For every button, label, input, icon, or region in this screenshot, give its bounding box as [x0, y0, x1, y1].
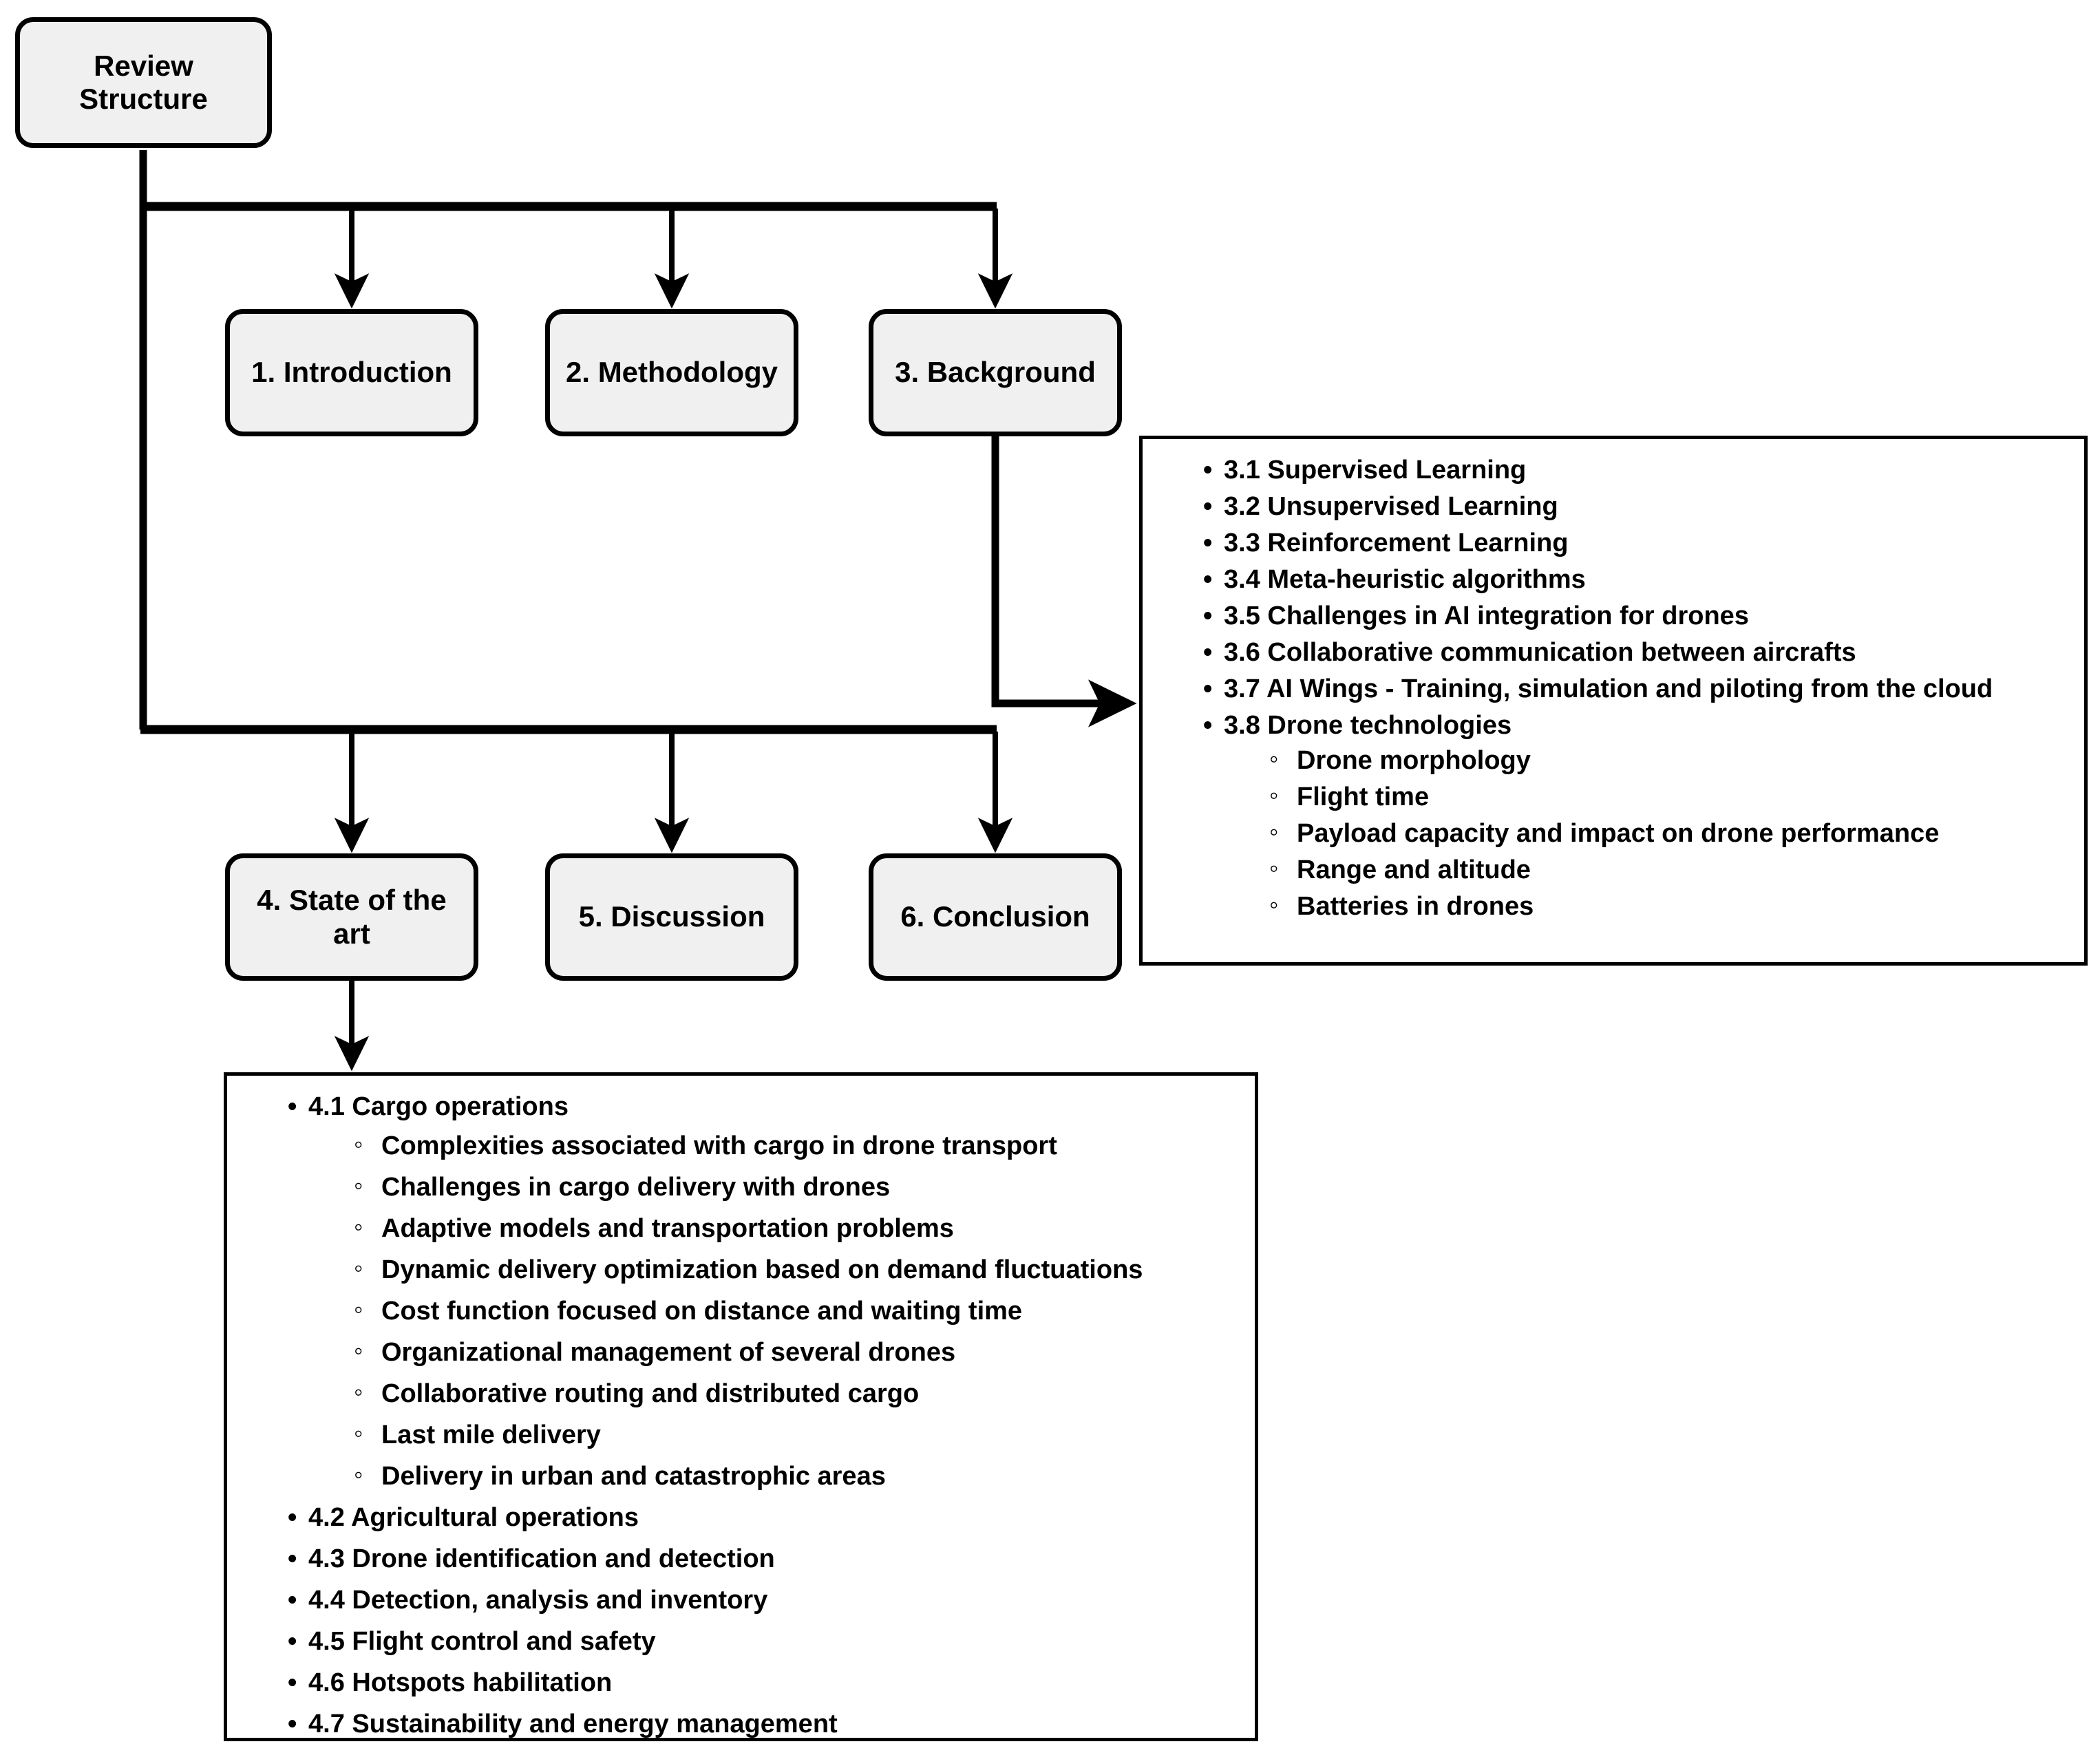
- list-item-label: 3.1 Supervised Learning: [1224, 456, 1526, 485]
- list-item: 3.8 Drone technologiesDrone morphologyFl…: [1155, 712, 2072, 919]
- list-item: 3.7 AI Wings - Training, simulation and …: [1155, 676, 2072, 702]
- node-state-of-the-art-label: 4. State of the art: [257, 884, 447, 950]
- node-introduction-label: 1. Introduction: [251, 356, 452, 389]
- list-item-label: 3.4 Meta-heuristic algorithms: [1224, 565, 1586, 594]
- list-item-label: 3.2 Unsupervised Learning: [1224, 492, 1558, 521]
- list-item: 4.7 Sustainability and energy management: [240, 1711, 1242, 1737]
- list-item-label: 4.2 Agricultural operations: [308, 1503, 639, 1532]
- sub-list-item: Complexities associated with cargo in dr…: [308, 1131, 1242, 1159]
- list-item-label: 4.7 Sustainability and energy management: [308, 1710, 838, 1738]
- node-background[interactable]: 3. Background: [869, 309, 1122, 436]
- node-discussion-label: 5. Discussion: [578, 900, 765, 933]
- sub-list-item: Batteries in drones: [1224, 892, 2072, 919]
- list-item-label: 3.3 Reinforcement Learning: [1224, 529, 1568, 557]
- node-introduction[interactable]: 1. Introduction: [225, 309, 478, 436]
- sub-list-item: Organizational management of several dro…: [308, 1338, 1242, 1365]
- list-item-label: 4.6 Hotspots habilitation: [308, 1668, 612, 1697]
- list-item-label: 4.3 Drone identification and detection: [308, 1544, 775, 1573]
- list-item: 3.5 Challenges in AI integration for dro…: [1155, 603, 2072, 629]
- sub-list: Drone morphologyFlight timePayload capac…: [1224, 746, 2072, 919]
- sub-list-item: Payload capacity and impact on drone per…: [1224, 819, 2072, 847]
- panel-state-of-the-art-subsections: 4.1 Cargo operationsComplexities associa…: [224, 1072, 1258, 1741]
- list-item: 4.1 Cargo operationsComplexities associa…: [240, 1094, 1242, 1489]
- sub-list: Complexities associated with cargo in dr…: [308, 1131, 1242, 1489]
- list-item-label: 3.7 AI Wings - Training, simulation and …: [1224, 674, 1993, 703]
- list-item: 3.2 Unsupervised Learning: [1155, 493, 2072, 520]
- list-item: 3.6 Collaborative communication between …: [1155, 639, 2072, 666]
- node-conclusion[interactable]: 6. Conclusion: [869, 853, 1122, 981]
- sub-list-item: Last mile delivery: [308, 1421, 1242, 1448]
- sub-list-item: Cost function focused on distance and wa…: [308, 1297, 1242, 1324]
- wire-background-to-panel: [991, 436, 1137, 727]
- list-item: 4.3 Drone identification and detection: [240, 1546, 1242, 1572]
- list-item-label: 4.5 Flight control and safety: [308, 1627, 656, 1656]
- list-item-label: 3.5 Challenges in AI integration for dro…: [1224, 602, 1749, 630]
- list-item: 4.4 Detection, analysis and inventory: [240, 1587, 1242, 1613]
- sub-list-item: Adaptive models and transportation probl…: [308, 1214, 1242, 1242]
- node-methodology[interactable]: 2. Methodology: [545, 309, 798, 436]
- node-conclusion-label: 6. Conclusion: [900, 900, 1090, 933]
- node-state-of-the-art[interactable]: 4. State of the art: [225, 853, 478, 981]
- sub-list-item: Flight time: [1224, 783, 2072, 810]
- list-item-label: 4.4 Detection, analysis and inventory: [308, 1586, 767, 1615]
- list-item-label: 3.6 Collaborative communication between …: [1224, 638, 1856, 667]
- panel-background-subsections: 3.1 Supervised Learning 3.2 Unsupervised …: [1139, 436, 2088, 966]
- sub-list-item: Challenges in cargo delivery with drones: [308, 1173, 1242, 1200]
- list-item: 3.1 Supervised Learning: [1155, 457, 2072, 483]
- list-item: 4.6 Hotspots habilitation: [240, 1670, 1242, 1696]
- sub-list-item: Range and altitude: [1224, 855, 2072, 883]
- list-item: 3.3 Reinforcement Learning: [1155, 530, 2072, 556]
- list-item: 4.5 Flight control and safety: [240, 1628, 1242, 1655]
- list-item: 3.4 Meta-heuristic algorithms: [1155, 566, 2072, 593]
- node-discussion[interactable]: 5. Discussion: [545, 853, 798, 981]
- list-item-label: 4.1 Cargo operations: [308, 1092, 569, 1121]
- node-methodology-label: 2. Methodology: [566, 356, 778, 389]
- background-subsection-list: 3.1 Supervised Learning 3.2 Unsupervised …: [1155, 457, 2072, 919]
- sub-list-item: Collaborative routing and distributed ca…: [308, 1379, 1242, 1407]
- node-review-structure-label: Review Structure: [79, 49, 208, 115]
- sub-list-item: Delivery in urban and catastrophic areas: [308, 1462, 1242, 1489]
- sub-list-item: Dynamic delivery optimization based on d…: [308, 1255, 1242, 1283]
- node-background-label: 3. Background: [895, 356, 1096, 389]
- state-of-the-art-subsection-list: 4.1 Cargo operationsComplexities associa…: [240, 1094, 1242, 1737]
- node-review-structure[interactable]: Review Structure: [15, 17, 272, 148]
- list-item-label: 3.8 Drone technologies: [1224, 711, 1512, 740]
- sub-list-item: Drone morphology: [1224, 746, 2072, 774]
- list-item: 4.2 Agricultural operations: [240, 1504, 1242, 1531]
